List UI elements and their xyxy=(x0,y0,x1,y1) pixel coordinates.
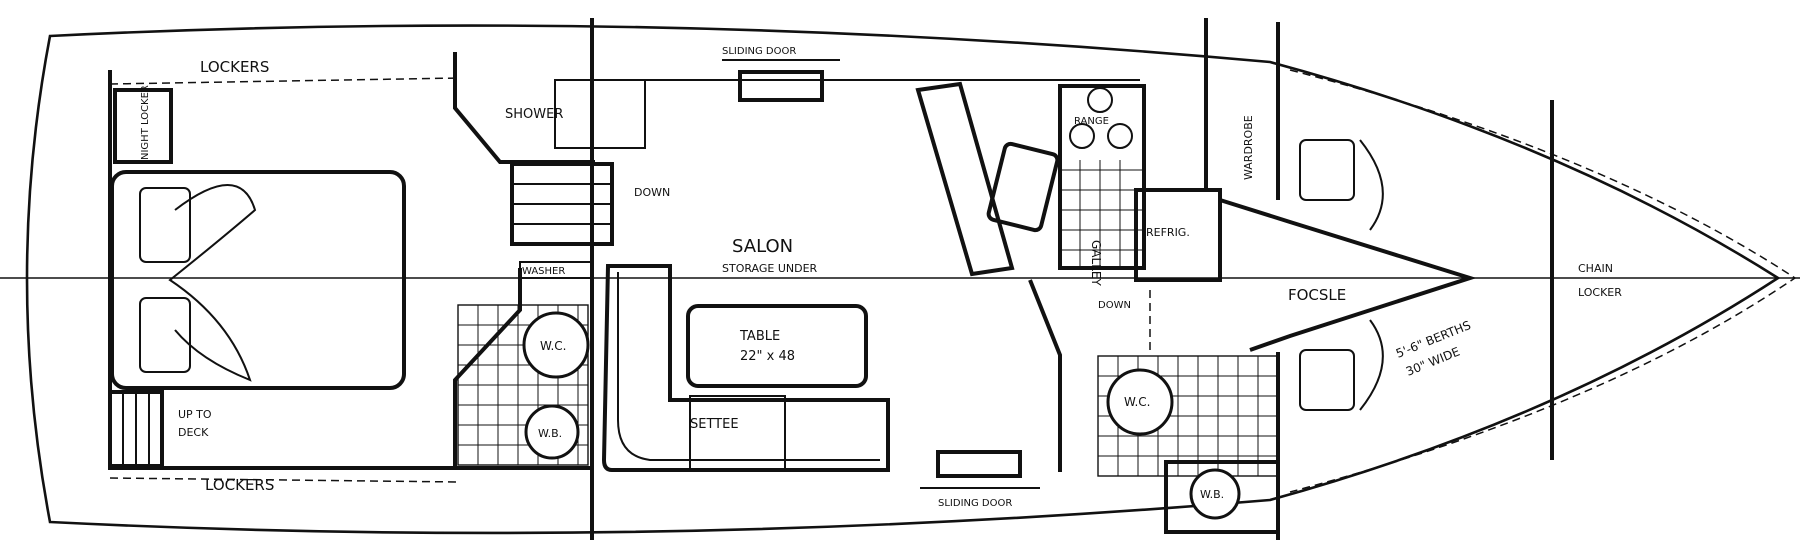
dash-console xyxy=(915,81,1015,277)
focsle-partition xyxy=(1219,198,1477,352)
focsle-pillow xyxy=(1299,139,1355,201)
label-washer: WASHER xyxy=(522,266,565,277)
hull-outline-dashed xyxy=(1289,69,1797,493)
aft-washbasin xyxy=(524,404,580,460)
label-range: RANGE xyxy=(1074,116,1109,127)
burner-icon xyxy=(1107,123,1133,149)
label-galley: GALLEY xyxy=(1089,240,1103,286)
label-settee: SETTEE xyxy=(690,417,739,432)
label-chain: CHAIN xyxy=(1578,262,1613,275)
pillow xyxy=(139,187,191,263)
label-sliding-door-top: SLIDING DOOR xyxy=(722,46,796,57)
galley-grid-lines xyxy=(1060,160,1144,268)
salon-table xyxy=(686,304,868,388)
shower-stall xyxy=(554,79,646,149)
fwd-washbasin xyxy=(1189,468,1241,520)
label-table-size: 22" x 48 xyxy=(740,349,795,364)
fwd-head-divider xyxy=(1028,279,1062,472)
sliding-door-bottom xyxy=(936,450,1022,478)
burner-icon xyxy=(1087,87,1113,113)
label-wb-aft: W.B. xyxy=(538,427,562,440)
helm-seat xyxy=(986,141,1060,233)
settee-inner xyxy=(617,272,880,461)
label-shower: SHOWER xyxy=(505,107,563,122)
label-storage-under: STORAGE UNDER xyxy=(722,262,818,275)
label-lockers-top: LOCKERS xyxy=(200,58,269,76)
focsle-blanket xyxy=(1359,139,1384,231)
label-refrig: REFRIG. xyxy=(1146,226,1190,239)
lockers-bottom-line xyxy=(109,477,461,483)
label-salon: SALON xyxy=(732,236,793,257)
refrigerator xyxy=(1134,188,1222,282)
aft-toilet xyxy=(522,311,590,379)
pillow xyxy=(139,297,191,373)
double-berth xyxy=(110,170,406,390)
galley-counter xyxy=(1058,84,1146,270)
focsle-blanket xyxy=(1359,319,1384,411)
settee-cushion xyxy=(689,395,786,471)
label-up-to: UP TO xyxy=(178,408,212,421)
label-lockers-bottom: LOCKERS xyxy=(205,476,274,494)
label-wardrobe: WARDROBE xyxy=(1242,115,1255,180)
label-deck: DECK xyxy=(178,426,209,439)
label-down-aft: DOWN xyxy=(634,186,670,199)
burner-icon xyxy=(1069,123,1095,149)
label-sliding-door-bottom: SLIDING DOOR xyxy=(938,498,1012,509)
sliding-door-top xyxy=(738,70,824,102)
label-table: TABLE xyxy=(739,329,780,344)
label-down-fwd: DOWN xyxy=(1098,300,1131,311)
blanket-fold xyxy=(168,184,257,382)
aft-head-wall xyxy=(453,268,522,468)
aft-washer xyxy=(519,261,593,279)
label-chain-locker: LOCKER xyxy=(1578,286,1622,299)
label-wc-fwd: W.C. xyxy=(1124,395,1151,409)
label-focsle: FOCSLE xyxy=(1288,286,1346,304)
focsle-pillow xyxy=(1299,349,1355,411)
lockers-top-line xyxy=(109,77,461,85)
label-wb-fwd: W.B. xyxy=(1200,488,1224,501)
label-wc-aft: W.C. xyxy=(540,339,567,353)
fwd-toilet xyxy=(1106,368,1174,436)
night-locker xyxy=(113,88,173,164)
hull-outline xyxy=(25,24,1781,535)
settee-l-shape xyxy=(601,264,890,472)
label-night-locker: NIGHT LOCKER xyxy=(140,85,151,160)
